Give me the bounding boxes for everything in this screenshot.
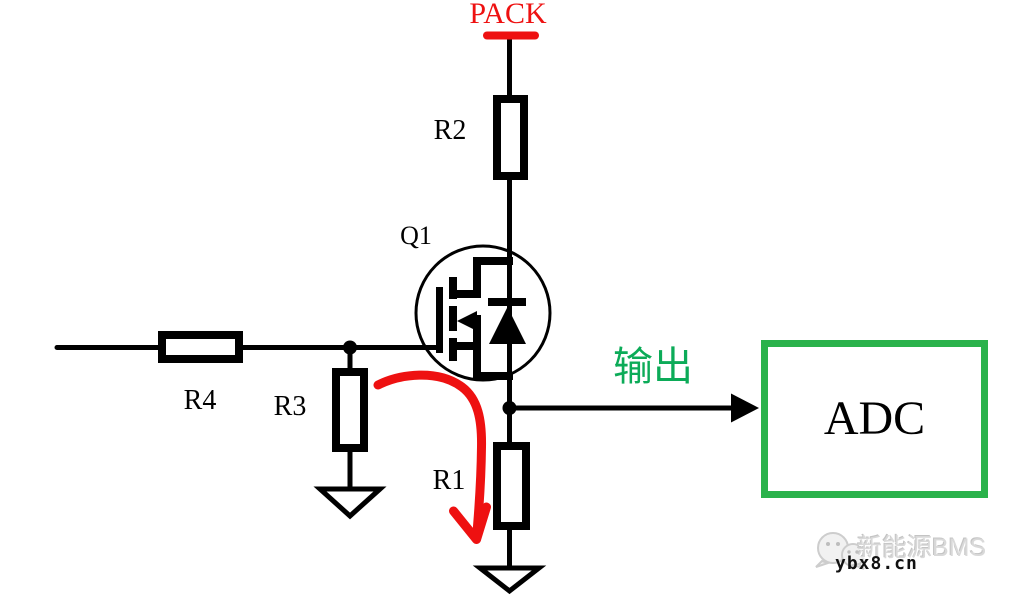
watermark-site: ybx8.cn bbox=[835, 553, 918, 574]
mosfet-channel-dash-bottom bbox=[449, 338, 457, 361]
body-diode-triangle bbox=[489, 307, 526, 344]
adc-label: ADC bbox=[823, 391, 926, 445]
ground-symbol-r3 bbox=[313, 486, 387, 520]
mosfet-bulk-arrow bbox=[457, 311, 477, 331]
mosfet-drain-top-bar bbox=[473, 257, 513, 265]
watermark-brand: 新能源BMS bbox=[857, 534, 987, 562]
resistor-r4 bbox=[158, 331, 243, 363]
output-label: 输出 bbox=[613, 344, 693, 389]
wechat-eye bbox=[855, 550, 859, 554]
resistor-r1 bbox=[493, 442, 530, 530]
mosfet-channel-dash-top bbox=[449, 277, 457, 299]
junction-dot-output bbox=[502, 401, 517, 415]
r4-label: R4 bbox=[183, 385, 217, 416]
wechat-eye bbox=[836, 542, 840, 546]
r3-label: R3 bbox=[273, 391, 307, 422]
wechat-eye bbox=[847, 550, 851, 554]
resistor-r2 bbox=[493, 95, 528, 180]
wechat-bubble-small bbox=[841, 543, 865, 567]
mosfet-source-bottom-bar bbox=[473, 372, 513, 380]
resistor-r3 bbox=[332, 368, 368, 452]
r1-label: R1 bbox=[432, 465, 466, 496]
mosfet-drain-riser bbox=[473, 257, 481, 298]
current-path-arrowhead-icon bbox=[449, 502, 491, 544]
wechat-bubble-tail bbox=[815, 559, 832, 568]
wechat-bubble-tail bbox=[850, 562, 865, 570]
mosfet-channel-dash-mid bbox=[449, 306, 457, 331]
wechat-eye bbox=[826, 542, 830, 546]
adc-box bbox=[761, 340, 988, 498]
junction-dot-gate bbox=[343, 340, 357, 355]
r2-label: R2 bbox=[433, 115, 467, 146]
pack-rail-label: PACK bbox=[469, 0, 547, 30]
body-diode-cathode-bar bbox=[488, 298, 526, 306]
current-path-curve bbox=[373, 370, 487, 544]
q1-label: Q1 bbox=[400, 221, 432, 250]
wechat-icon bbox=[815, 532, 865, 570]
mosfet-drain-lead bbox=[457, 290, 481, 298]
ground-symbol-r1 bbox=[472, 565, 547, 595]
mosfet-gate-bar bbox=[436, 287, 443, 353]
output-arrowhead-icon bbox=[731, 393, 759, 423]
mosfet-source-lead bbox=[457, 342, 481, 350]
